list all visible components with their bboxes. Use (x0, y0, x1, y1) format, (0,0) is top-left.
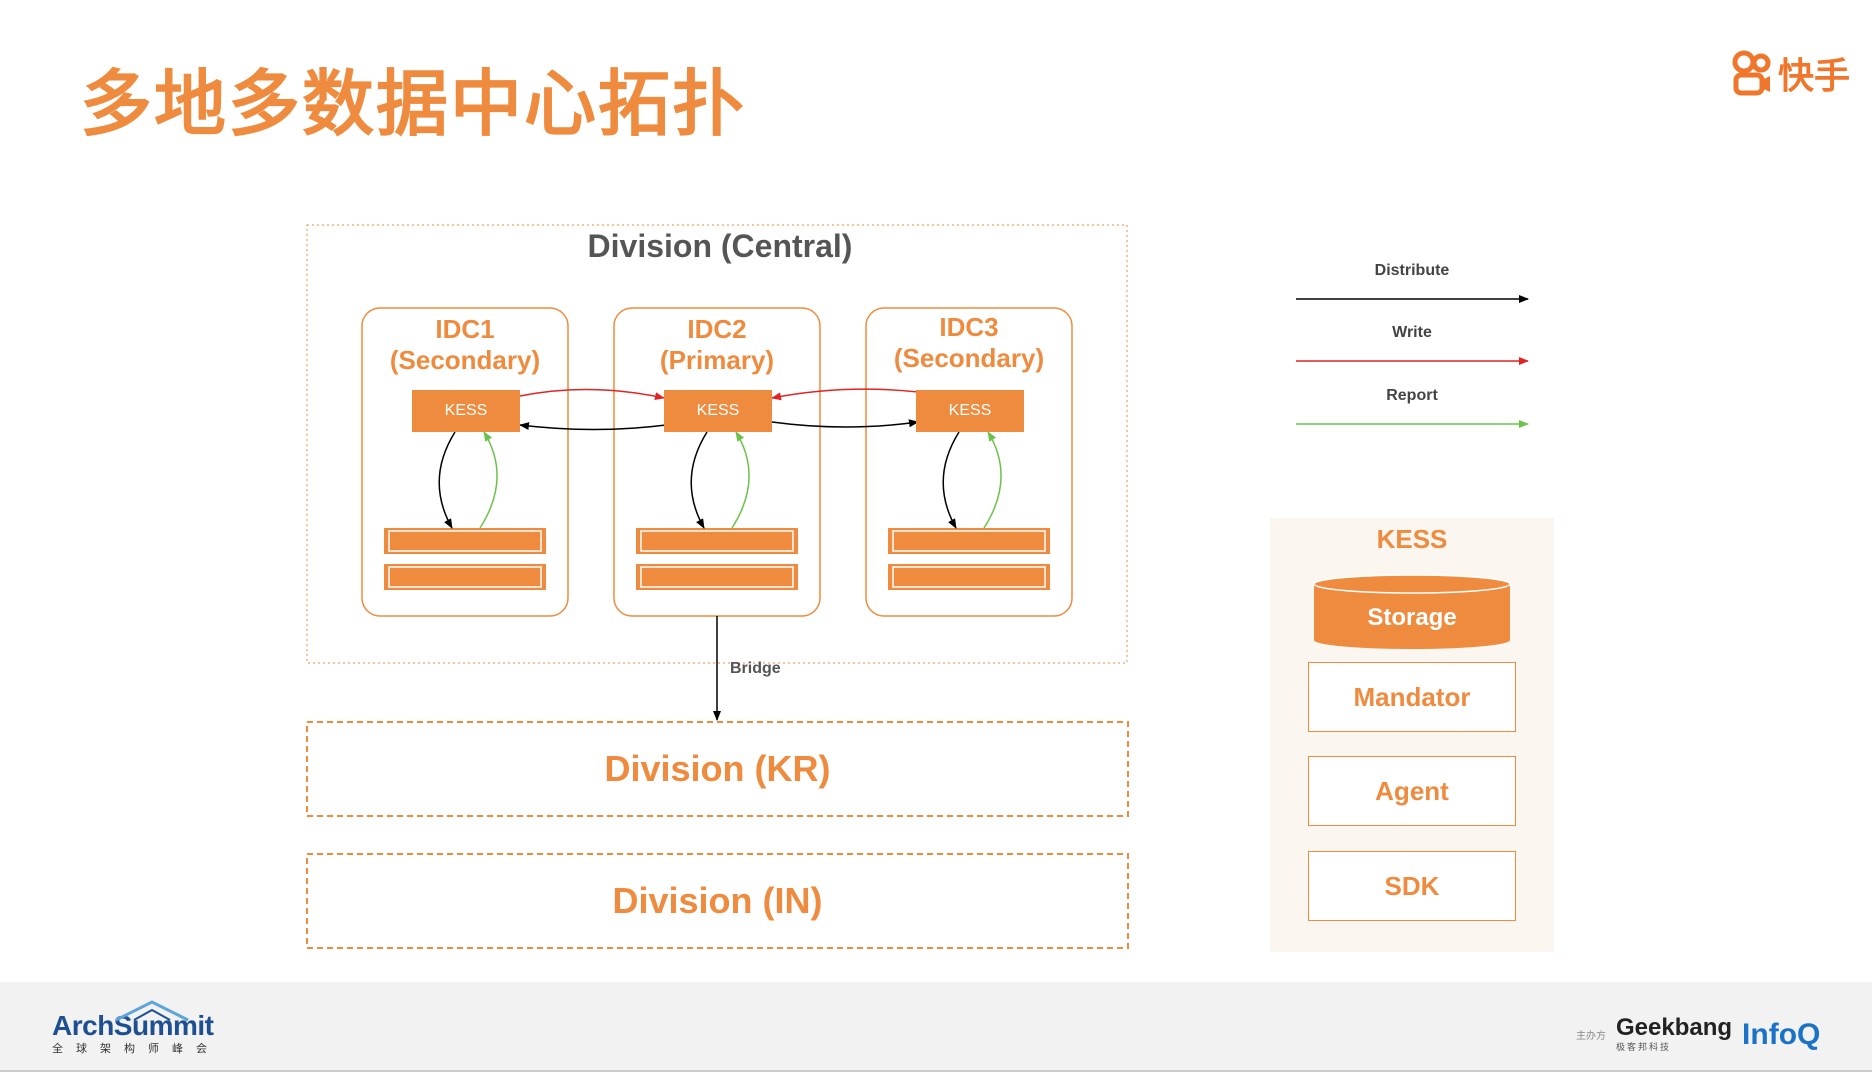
legend-write-label: Write (1392, 324, 1432, 341)
central-division-title: Division (Central) (587, 228, 853, 264)
brand-name: 快手 (1778, 56, 1851, 97)
idc3-role: (Secondary) (893, 343, 1045, 374)
idc2-report-up-arrow (731, 431, 750, 529)
idc2-name: IDC2 (687, 314, 747, 344)
idc2-distribute-down-arrow (690, 431, 708, 529)
write-arrow-idc3-to-idc2 (771, 388, 919, 401)
sponsor-logos: 主办方 Geekbang 极客邦科技 InfoQ (1576, 1014, 1821, 1054)
slide-title: 多地多数据中心拓扑 (80, 62, 747, 146)
agent-layer: Agent (1308, 756, 1516, 826)
idc1-report-up-arrow (479, 431, 498, 529)
storage-layer: Storage (1367, 604, 1457, 631)
legend-report-label: Report (1386, 387, 1438, 404)
idc3-report-up-arrow (983, 431, 1002, 529)
idc3-kess-node: KESS (916, 390, 1024, 432)
idc1-title: IDC1 (Secondary) (365, 314, 565, 376)
idc1-storage-bars (384, 528, 546, 590)
archsummit-logo: ArchSummit 全球架构师峰会 (52, 1000, 220, 1056)
division-in-border (306, 853, 1129, 949)
archsummit-name: ArchSummit (52, 1010, 214, 1041)
division-kr-border (306, 721, 1129, 817)
idc2-kess-node: KESS (664, 390, 772, 432)
idc2-storage-bars (636, 528, 798, 590)
bridge-label: Bridge (730, 660, 781, 677)
idc1-container (361, 307, 569, 617)
idc3-title: IDC3 (Secondary) (869, 312, 1069, 374)
distribute-arrow-idc2-to-idc1 (519, 422, 667, 431)
sponsor-label: 主办方 (1576, 1031, 1606, 1042)
sdk-layer: SDK (1308, 851, 1516, 921)
infoq-logo: InfoQ (1742, 1017, 1821, 1051)
legend-distribute-label: Distribute (1374, 262, 1450, 279)
write-arrow-idc1-to-idc2 (519, 388, 665, 401)
geekbang-logo: Geekbang 极客邦科技 (1616, 1014, 1733, 1054)
idc2-role: (Primary) (659, 345, 775, 376)
division-in: Division (IN) (612, 880, 823, 921)
idc3-container (865, 307, 1073, 617)
idc1-distribute-down-arrow (438, 431, 456, 529)
storage-cylinder (1313, 574, 1511, 649)
brand-logo: 快手 (1732, 48, 1850, 98)
footer-bar (0, 982, 1872, 1072)
central-division-border (306, 224, 1128, 664)
idc1-role: (Secondary) (389, 345, 541, 376)
idc2-title: IDC2 (Primary) (617, 314, 817, 376)
mandator-layer: Mandator (1308, 662, 1516, 732)
idc1-kess-node: KESS (412, 390, 520, 432)
idc3-distribute-down-arrow (942, 431, 960, 529)
idc3-name: IDC3 (939, 312, 999, 342)
archsummit-subtitle: 全球架构师峰会 (52, 1042, 220, 1055)
idc1-name: IDC1 (435, 314, 495, 344)
division-kr: Division (KR) (604, 748, 831, 789)
mountain-icon (115, 1000, 189, 1022)
kuaishou-logo-icon (1732, 50, 1771, 96)
geekbang-name: Geekbang (1616, 1014, 1733, 1041)
geekbang-subtitle: 极客邦科技 (1616, 1043, 1672, 1053)
distribute-arrow-idc2-to-idc3 (771, 419, 919, 428)
idc3-storage-bars (888, 528, 1050, 590)
kess-stack-title: KESS (1376, 524, 1448, 554)
